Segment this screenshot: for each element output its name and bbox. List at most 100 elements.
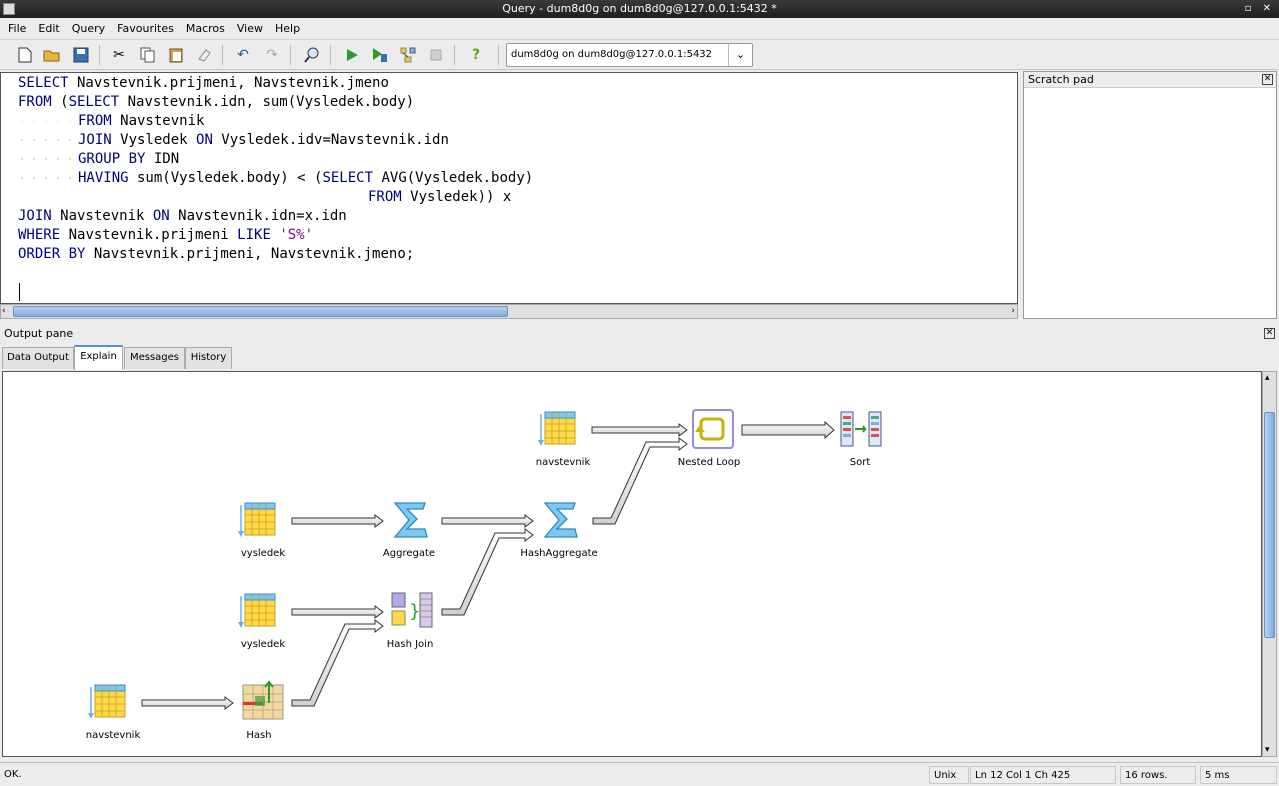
- output-pane-title-text: Output pane: [4, 327, 74, 340]
- editor-line-10: ORDER BY Navstevnik.prijmeni, Navstevnik…: [18, 246, 415, 262]
- menu-help[interactable]: Help: [274, 22, 301, 35]
- node-label-sort: Sort: [849, 457, 871, 468]
- tab-messages[interactable]: Messages: [124, 347, 185, 369]
- editor-line-8: JOIN Navstevnik ON Navstevnik.idn=x.idn: [18, 208, 347, 224]
- find-icon[interactable]: [302, 45, 322, 65]
- status-exec-time: 5 ms: [1200, 766, 1277, 784]
- table-icon: [237, 593, 276, 629]
- menu-edit[interactable]: Edit: [38, 22, 60, 35]
- output-pane-title: Output pane ✕: [0, 326, 1279, 342]
- editor-line-1: SELECT Navstevnik.prijmeni, Navstevnik.j…: [18, 75, 389, 91]
- menu-query[interactable]: Query: [71, 22, 106, 35]
- cut-icon[interactable]: ✂: [113, 47, 125, 63]
- editor-line-4: JOIN Vysledek ON Vysledek.idv=Navstevnik…: [78, 132, 449, 148]
- arrow-navtop-nestedloop: [591, 423, 688, 437]
- node-label-navstevnik: navstevnik: [85, 730, 141, 741]
- editor-line-7: FROM Vysledek)) x: [368, 189, 512, 205]
- undo-icon[interactable]: ↶: [237, 47, 249, 63]
- text-caret: [19, 283, 20, 301]
- window-title: Query - dum8d0g on dum8d0g@127.0.0.1:543…: [502, 2, 777, 15]
- explain-scroll-thumb[interactable]: [1264, 412, 1275, 638]
- title-bar: Query - dum8d0g on dum8d0g@127.0.0.1:543…: [0, 0, 1279, 18]
- explain-vertical-scrollbar[interactable]: ▴ ▾: [1262, 371, 1277, 757]
- svg-text:}: }: [409, 601, 420, 622]
- menu-file[interactable]: File: [8, 22, 27, 35]
- arrow-vys1-aggregate: [291, 514, 384, 528]
- explain-icon[interactable]: [398, 45, 418, 65]
- clear-icon[interactable]: [194, 45, 214, 65]
- sql-editor[interactable]: SELECT Navstevnik.prijmeni, Navstevnik.j…: [0, 72, 1018, 304]
- chevron-down-icon[interactable]: ⌄: [728, 44, 752, 66]
- sort-icon: [840, 411, 882, 447]
- scratch-pad-title: Scratch pad: [1024, 72, 1276, 88]
- explain-plan-canvas[interactable]: } navstevnik Nested Loop Sort vysledek A…: [2, 371, 1262, 757]
- hash-icon: [242, 680, 284, 720]
- copy-icon[interactable]: [138, 45, 158, 65]
- tab-history[interactable]: History: [185, 347, 232, 369]
- indent-guides: [21, 121, 71, 179]
- close-icon[interactable]: ✕: [1264, 328, 1275, 339]
- editor-line-5: GROUP BY IDN: [78, 151, 180, 167]
- open-folder-icon[interactable]: [42, 45, 62, 65]
- arrow-vys2-hashjoin: [291, 605, 384, 619]
- toolbar: ✂ ↶ ↷ ? dum8d0g on dum8d0g@127.0.0.1:543…: [0, 40, 1279, 70]
- status-line-ending: Unix: [929, 766, 969, 784]
- menu-bar: File Edit Query Favourites Macros View Help: [0, 18, 1279, 40]
- arrow-nestedloop-sort: [741, 420, 835, 440]
- node-label-hash: Hash: [246, 730, 272, 741]
- table-icon: [537, 411, 576, 447]
- app-icon: [3, 3, 15, 15]
- scroll-down-icon[interactable]: ▾: [1265, 745, 1270, 755]
- status-message: OK.: [4, 769, 22, 780]
- hash-join-icon: }: [391, 592, 433, 628]
- node-label-nested-loop: Nested Loop: [677, 457, 741, 468]
- arrow-navbottom-hash: [141, 696, 234, 710]
- redo-icon[interactable]: ↷: [266, 47, 278, 63]
- menu-favourites[interactable]: Favourites: [117, 22, 174, 35]
- node-label-vysledek: vysledek: [240, 548, 286, 559]
- explain-plan-graph: }: [87, 409, 882, 720]
- editor-line-6: HAVING sum(Vysledek.body) < (SELECT AVG(…: [78, 170, 534, 186]
- new-file-icon[interactable]: [15, 45, 35, 65]
- execute-icon[interactable]: [342, 45, 362, 65]
- status-cursor-position: Ln 12 Col 1 Ch 425: [970, 766, 1116, 784]
- save-icon[interactable]: [71, 45, 91, 65]
- editor-scroll-thumb[interactable]: [13, 306, 508, 317]
- arrow-hashjoin-hashagg: [441, 528, 534, 616]
- node-label-hash-join: Hash Join: [386, 639, 434, 650]
- table-icon: [237, 502, 276, 538]
- node-label-aggregate: Aggregate: [382, 548, 436, 559]
- node-label-navstevnik: navstevnik: [535, 457, 591, 468]
- scroll-up-icon[interactable]: ▴: [1265, 373, 1270, 383]
- editor-line-9: WHERE Navstevnik.prijmeni LIKE 'S%': [18, 227, 314, 243]
- menu-view[interactable]: View: [236, 22, 263, 35]
- connection-select[interactable]: dum8d0g on dum8d0g@127.0.0.1:5432 ⌄: [506, 43, 753, 67]
- connection-select-value: dum8d0g on dum8d0g@127.0.0.1:5432: [511, 49, 713, 60]
- paste-icon[interactable]: [166, 45, 186, 65]
- menu-macros[interactable]: Macros: [185, 22, 225, 35]
- tab-data-output[interactable]: Data Output: [2, 347, 74, 369]
- editor-line-2: FROM (SELECT Navstevnik.idn, sum(Vyslede…: [18, 94, 415, 110]
- help-icon[interactable]: ?: [471, 47, 481, 63]
- arrow-hashagg-nestedloop: [592, 437, 688, 525]
- table-icon: [87, 684, 126, 720]
- editor-line-3: FROM Navstevnik: [78, 113, 205, 129]
- scratch-pad[interactable]: Scratch pad ✕: [1023, 71, 1277, 319]
- execute-to-file-icon[interactable]: [370, 45, 390, 65]
- close-icon[interactable]: ✕: [1262, 74, 1273, 85]
- tab-explain[interactable]: Explain: [74, 345, 123, 370]
- arrow-hash-hashjoin: [291, 619, 384, 707]
- editor-horizontal-scrollbar[interactable]: ‹ ›: [0, 304, 1018, 319]
- scroll-left-icon[interactable]: ‹: [2, 306, 6, 316]
- arrow-aggregate-hashagg: [441, 514, 534, 528]
- loop-icon: [692, 409, 734, 449]
- sigma-icon: [394, 502, 428, 538]
- status-bar: OK. Unix Ln 12 Col 1 Ch 425 16 rows. 5 m…: [0, 762, 1279, 786]
- window-controls[interactable]: ▫ ✕: [1244, 3, 1275, 14]
- cancel-query-icon[interactable]: [426, 45, 446, 65]
- node-label-hashaggregate: HashAggregate: [520, 548, 598, 559]
- scroll-right-icon[interactable]: ›: [1011, 306, 1015, 316]
- status-row-count: 16 rows.: [1120, 766, 1196, 784]
- node-label-vysledek: vysledek: [240, 639, 286, 650]
- sigma-icon: [544, 502, 578, 538]
